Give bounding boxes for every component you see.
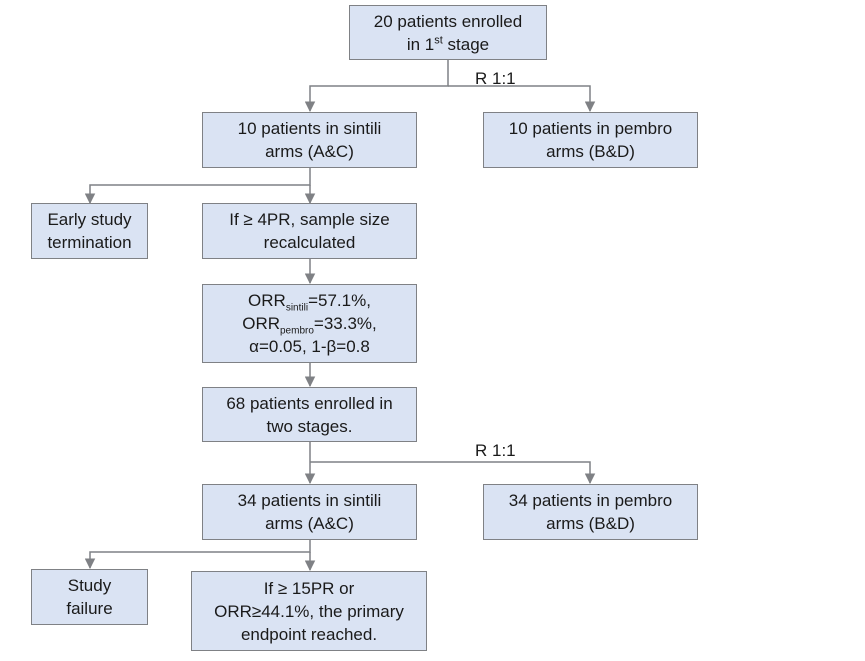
node-orr-parameters: ORRsintili=57.1%, ORRpembro=33.3%, α=0.0… — [202, 284, 417, 363]
node-text: 34 patients in sintili — [237, 491, 382, 510]
node-text: arms (B&D) — [546, 514, 635, 533]
node-text: arms (B&D) — [546, 142, 635, 161]
node-text: Early study — [47, 210, 132, 229]
node-text: ORR≥44.1%, the primary — [214, 601, 404, 621]
node-enrolled-68: 68 patients enrolled in two stages. — [202, 387, 417, 442]
randomization-label-1: R 1:1 — [475, 69, 516, 88]
node-text: Study — [67, 576, 112, 595]
node-text: If ≥ 4PR, sample size — [229, 210, 390, 229]
node-sintili-arms-10: 10 patients in sintili arms (A&C) — [202, 112, 417, 168]
node-sintili-arms-34: 34 patients in sintili arms (A&C) — [202, 484, 417, 540]
node-text: If ≥ 15PR or — [263, 578, 355, 598]
edge-stage1-to-split — [304, 60, 449, 113]
node-text: 20 patients enrolled — [373, 11, 523, 31]
node-pembro-arms-10: 10 patients in pembro arms (B&D) — [483, 112, 698, 168]
edge-68-to-pembro2 — [310, 461, 596, 485]
node-text: 10 patients in pembro — [508, 119, 673, 138]
node-text: 34 patients in pembro — [508, 491, 673, 510]
node-text: ORRpembro=33.3%, — [242, 314, 377, 337]
randomization-label-2: R 1:1 — [475, 441, 516, 460]
edge-stage1-to-pembro — [448, 85, 596, 113]
node-sample-size: If ≥ 4PR, sample size recalculated — [202, 203, 417, 259]
node-text: 68 patients enrolled in — [226, 393, 393, 413]
node-text: in 1st stage — [406, 33, 490, 54]
node-text: α=0.05, 1-β=0.8 — [249, 337, 370, 356]
node-text: arms (A&C) — [265, 142, 354, 161]
node-primary-endpoint: If ≥ 15PR or ORR≥44.1%, the primary endp… — [191, 571, 427, 651]
node-enrolled-stage1: 20 patients enrolled in 1st stage — [349, 5, 547, 60]
node-study-failure: Study failure — [31, 569, 148, 625]
edge-sintili2-to-failure — [84, 540, 311, 570]
edge-sintili-to-termination — [84, 168, 311, 205]
node-text: termination — [47, 233, 132, 252]
node-pembro-arms-34: 34 patients in pembro arms (B&D) — [483, 484, 698, 540]
node-early-termination: Early study termination — [31, 203, 148, 259]
node-text: recalculated — [263, 233, 356, 252]
node-text: ORRsintili=57.1%, — [248, 291, 371, 314]
node-text: two stages. — [266, 416, 353, 436]
node-text: 10 patients in sintili — [237, 119, 382, 138]
node-text: failure — [66, 599, 113, 618]
node-text: arms (A&C) — [265, 514, 354, 533]
node-text: endpoint reached. — [240, 624, 378, 644]
